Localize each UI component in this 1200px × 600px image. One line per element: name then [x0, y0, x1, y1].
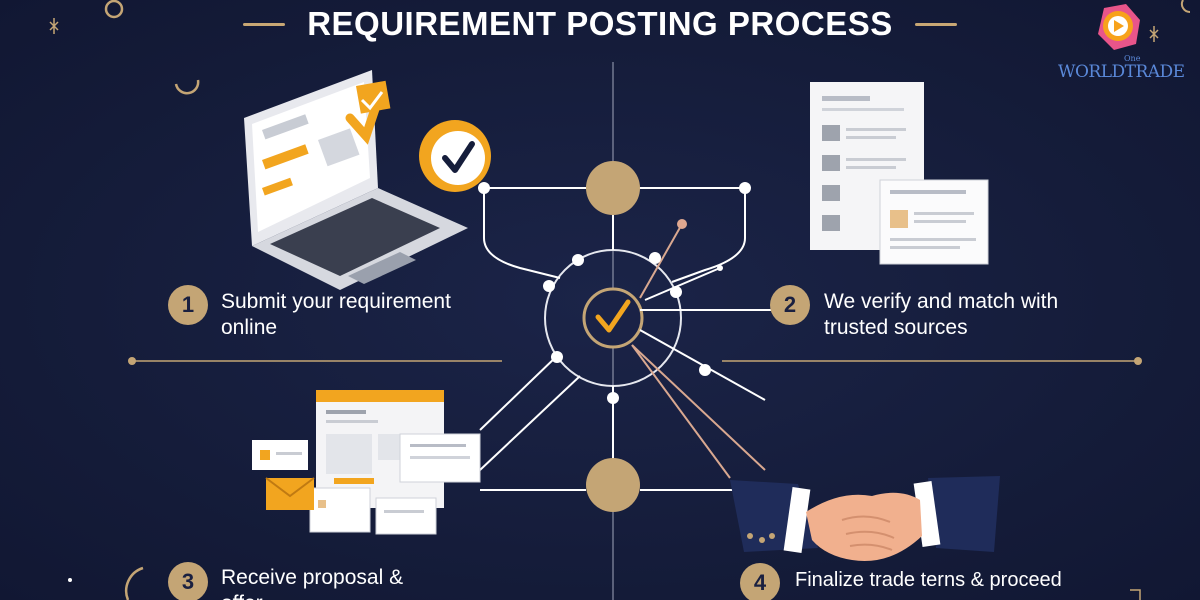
step-4-badge: 4	[740, 563, 780, 600]
right-divider-dot	[1134, 357, 1142, 365]
node	[649, 252, 661, 264]
handshake-icon	[730, 476, 1000, 561]
center-checkmark	[595, 299, 631, 333]
bottom-hub-node	[586, 458, 640, 512]
step-3-label: Receive proposal & offer	[221, 566, 404, 600]
branch-upper-right	[671, 188, 746, 283]
node	[670, 286, 682, 298]
proposal-documents-icon	[252, 390, 481, 535]
check-badge-icon	[419, 120, 491, 192]
documents-icon	[810, 82, 989, 265]
left-divider-dot	[128, 357, 136, 365]
node	[478, 182, 490, 194]
brand-wordmark: WORLDTRADE	[1058, 62, 1185, 82]
step-2-label: We verify and match with trusted sources	[824, 290, 1059, 339]
branch-upper-left	[483, 188, 561, 279]
node	[699, 364, 711, 376]
step-4-label: Finalize trade terns & proceed	[795, 569, 1062, 591]
title-rule-right	[914, 22, 957, 26]
brand-small-text: One	[1124, 54, 1141, 63]
page-title: REQUIREMENT POSTING PROCESS	[307, 5, 893, 42]
title-row: REQUIREMENT POSTING PROCESS	[0, 4, 1200, 44]
node	[739, 182, 751, 194]
step-1-label: Submit your requirement online	[221, 290, 451, 339]
node	[543, 280, 555, 292]
center-check-icon	[582, 287, 644, 349]
laptop-checklist-icon	[244, 70, 468, 290]
step-2-badge: 2	[770, 285, 810, 325]
node	[572, 254, 584, 266]
top-hub-node	[586, 161, 640, 215]
node	[607, 392, 619, 404]
step-3-badge: 3	[168, 562, 208, 600]
node	[551, 351, 563, 363]
step-1-badge: 1	[168, 285, 208, 325]
title-rule-left	[243, 22, 286, 26]
play-logo-icon	[1098, 4, 1140, 50]
